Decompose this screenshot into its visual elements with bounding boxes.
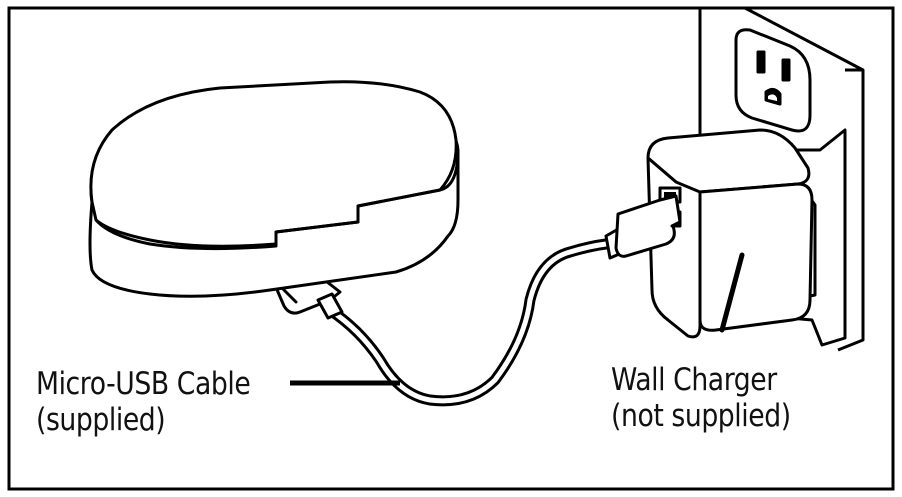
charger-label-line1: Wall Charger: [611, 362, 777, 398]
cable-label-line1: Micro-USB Cable: [36, 366, 251, 402]
charger-label: Wall Charger (not supplied): [611, 362, 791, 434]
cable-label: Micro-USB Cable (supplied): [36, 366, 251, 438]
diagram-frame: [7, 6, 895, 491]
earbuds-case: [88, 80, 460, 298]
cable-label-line2: (supplied): [36, 402, 166, 438]
charger-pointer-line: [719, 252, 745, 333]
charger-label-line2: (not supplied): [611, 398, 791, 434]
